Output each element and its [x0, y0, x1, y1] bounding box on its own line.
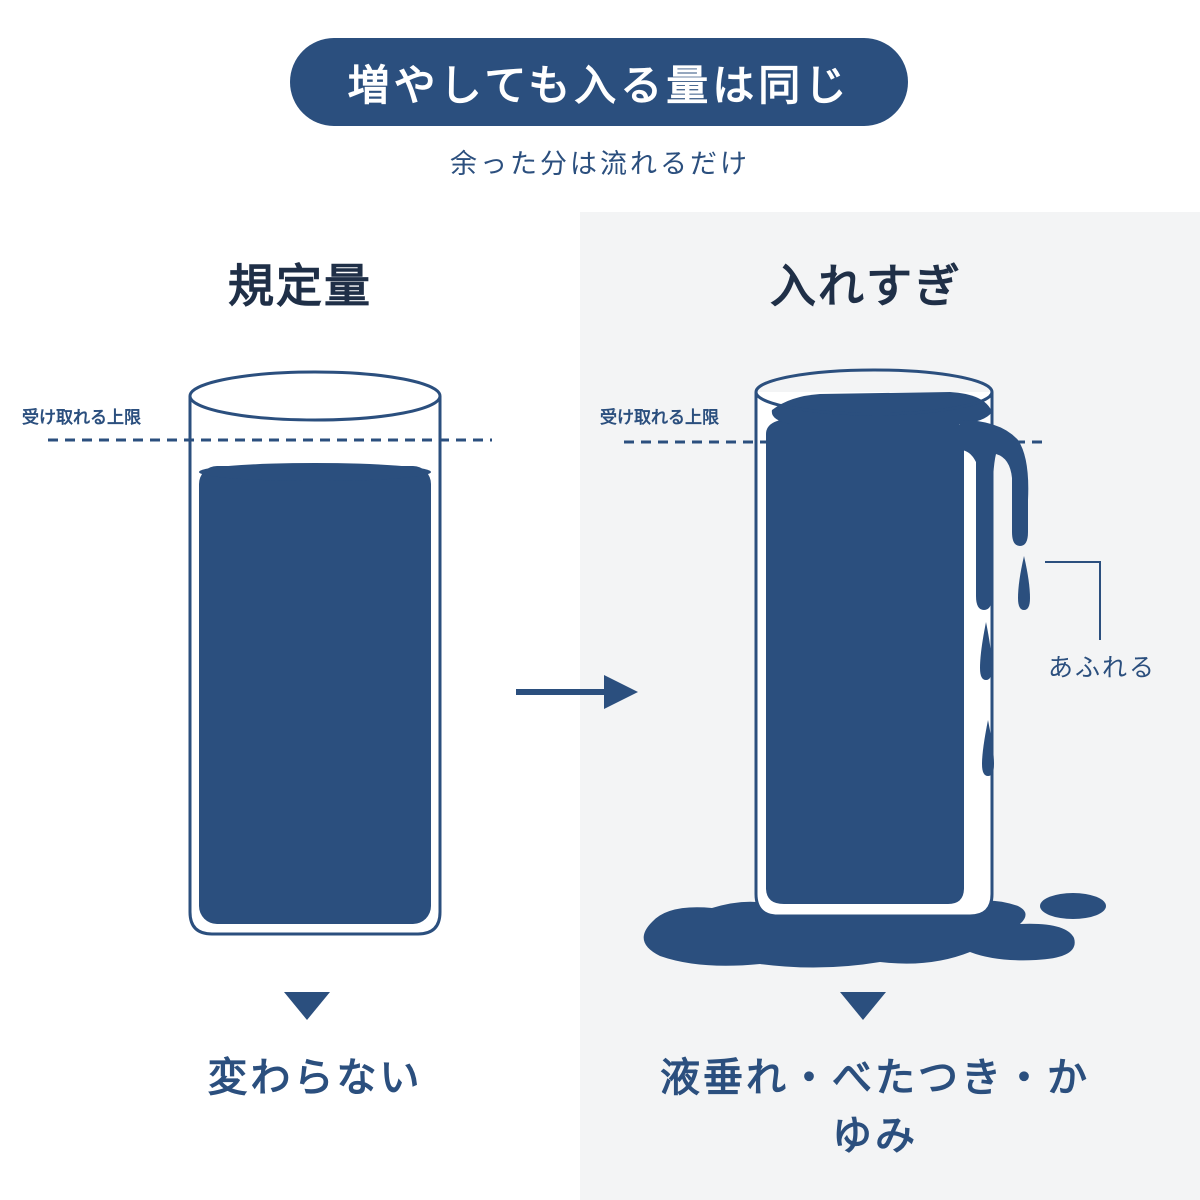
drip-1 — [1018, 556, 1030, 610]
left-liquid — [199, 466, 431, 924]
right-glass — [754, 368, 1030, 918]
main-title: 増やしても入る量は同じ — [347, 60, 851, 110]
right-glass-rim — [754, 368, 994, 416]
right-limit-label: 受け取れる上限 — [600, 408, 719, 428]
drip-2 — [980, 622, 992, 680]
right-liquid — [766, 418, 964, 904]
subtitle: 余った分は流れるだけ — [450, 149, 750, 180]
left-result: 変わらない — [207, 1055, 423, 1101]
left-limit-label: 受け取れる上限 — [22, 408, 141, 428]
right-down-triangle-icon — [840, 992, 886, 1020]
drip-3 — [982, 720, 994, 776]
overflow-label: あふれる — [1048, 653, 1157, 682]
left-glass-rim — [188, 370, 442, 422]
left-liquid-surface — [199, 463, 431, 481]
arrow-icon — [516, 675, 638, 709]
spill-droplet — [1040, 893, 1106, 919]
main-title-badge: 増やしても入る量は同じ — [290, 38, 908, 126]
overflow-bracket — [1045, 561, 1101, 640]
left-glass-body — [188, 396, 442, 936]
left-down-triangle-icon — [284, 992, 330, 1020]
left-glass — [188, 370, 442, 936]
overflow-stream — [960, 420, 1029, 610]
left-heading: 規定量 — [228, 259, 372, 313]
right-heading: 入れすぎ — [770, 259, 962, 313]
right-result: 液垂れ・べたつき・かゆみ — [660, 1055, 1090, 1159]
right-liquid-top — [771, 392, 992, 424]
